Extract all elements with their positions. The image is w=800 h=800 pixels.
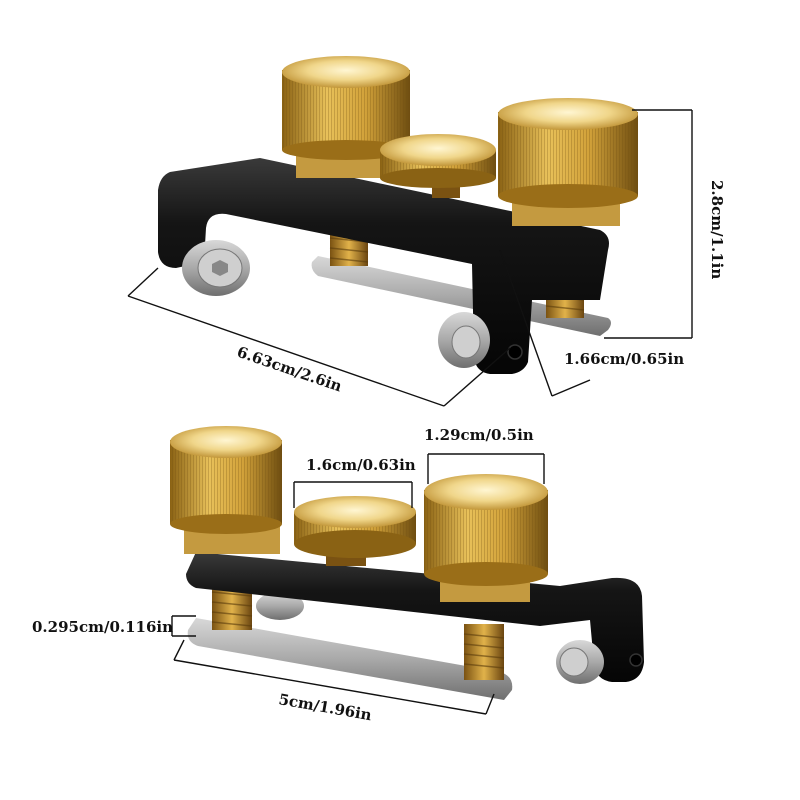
top-clamp-assembly: 6.63cm/2.6in 2.8cm/1.1in 1.66cm/0.65in [127, 56, 726, 407]
top-right-knob [498, 98, 638, 226]
top-height-label: 2.8cm/1.1in [708, 180, 726, 279]
bottom-right-knob [424, 474, 548, 602]
top-black-frame [158, 158, 609, 374]
bottom-front-roller [556, 640, 604, 684]
bottom-center-knob [294, 496, 416, 566]
bottom-left-knob [170, 426, 282, 554]
bottom-clamp-assembly: 1.29cm/0.5in 1.6cm/0.63in 0.295cm/0.116i… [32, 426, 644, 724]
top-center-knob [380, 134, 496, 198]
top-left-roller [182, 240, 250, 296]
top-left-knob [282, 56, 410, 178]
center-knob-diameter-label: 1.6cm/0.63in [306, 456, 416, 474]
top-depth-dimension: 1.66cm/0.65in [499, 249, 684, 397]
bottom-right-spring [464, 624, 504, 680]
knob-diameter-dimension: 1.29cm/0.5in [424, 426, 545, 484]
top-length-label: 6.63cm/2.6in [235, 343, 345, 396]
bottom-steel-plate [187, 618, 513, 700]
top-right-roller [438, 312, 490, 368]
bottom-frame-hole [629, 653, 643, 667]
center-knob-diameter-dimension: 1.6cm/0.63in [293, 456, 416, 508]
plate-thickness-dimension: 0.295cm/0.116in [32, 615, 196, 637]
plate-thickness-label: 0.295cm/0.116in [32, 618, 173, 636]
top-depth-label: 1.66cm/0.65in [564, 350, 684, 368]
top-steel-plate [311, 256, 611, 336]
bottom-back-roller [256, 592, 304, 620]
top-frame-hole [507, 344, 523, 360]
plate-length-label: 5cm/1.96in [277, 690, 373, 724]
top-height-dimension: 2.8cm/1.1in [604, 109, 726, 339]
knob-diameter-label: 1.29cm/0.5in [424, 426, 534, 444]
